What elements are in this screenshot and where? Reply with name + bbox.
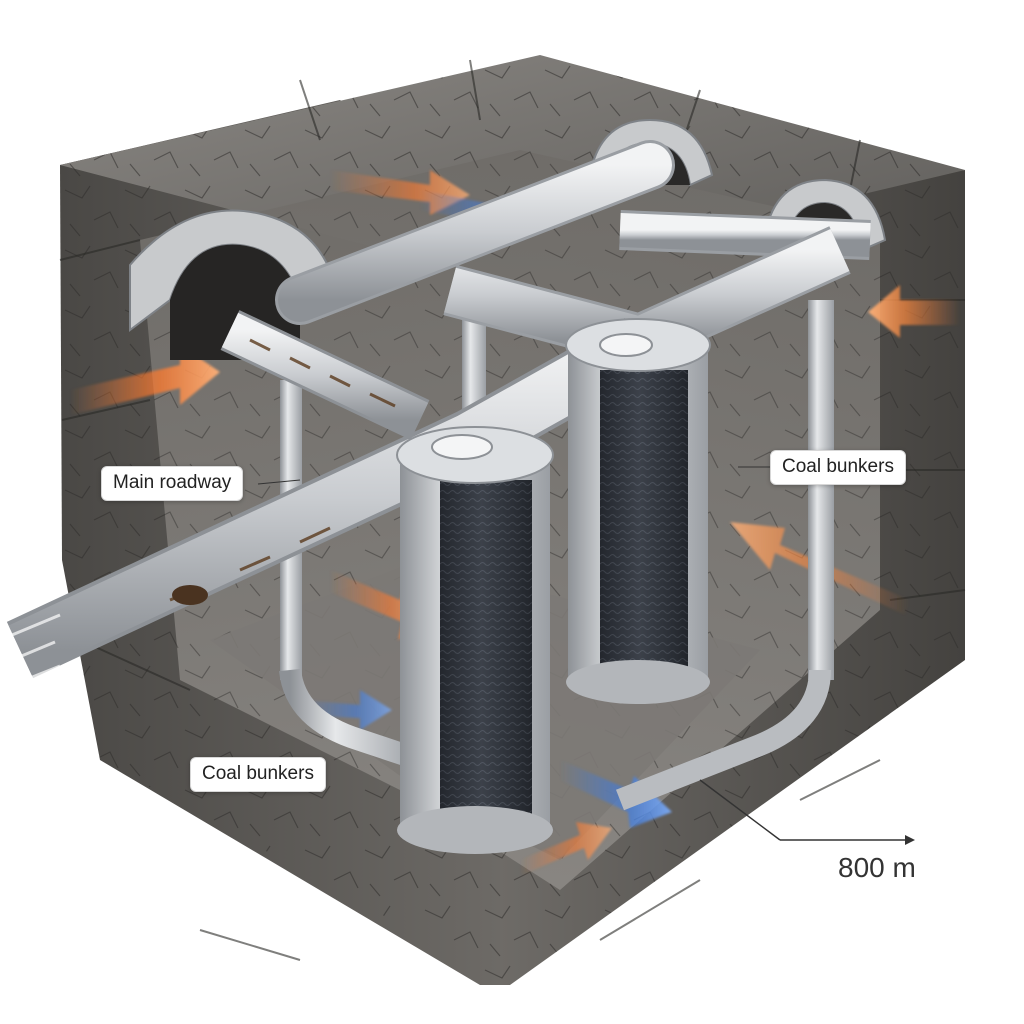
- airflow-arrow-floor-warm: [520, 822, 612, 875]
- main-roadway-label: Main roadway: [101, 466, 244, 501]
- airflow-arrow-left-floor: [300, 690, 392, 730]
- airflow-arrow-warm-right-top: [868, 285, 960, 338]
- coal-bunkers-label-right: Coal bunkers: [770, 450, 906, 485]
- coal-bunker-left: [396, 426, 554, 854]
- coal-bunker-right: [565, 318, 711, 704]
- mine-cart: [172, 585, 208, 605]
- depth-arrow: [699, 779, 915, 845]
- airflow-arrow-warm-left: [70, 345, 220, 415]
- callout-leaders: [257, 466, 770, 485]
- depth-label: 800 m: [838, 852, 916, 883]
- coal-bunkers-label-left: Coal bunkers: [190, 757, 326, 792]
- airflow-arrow-floor-cool: [560, 760, 672, 828]
